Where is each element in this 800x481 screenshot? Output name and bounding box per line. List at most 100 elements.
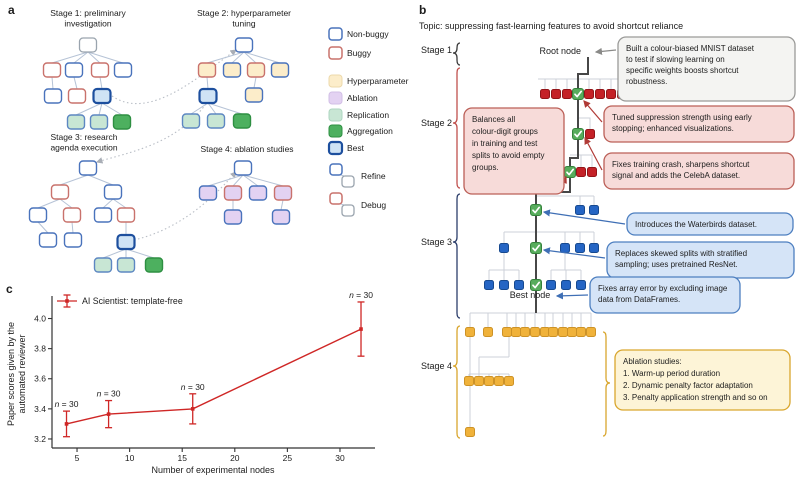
tree-edge	[242, 174, 259, 187]
stage-label: Stage 3	[421, 237, 452, 247]
tree-edge	[87, 174, 114, 186]
callout-text: colour-digit groups	[472, 127, 538, 136]
stage-label: Stage 4	[421, 361, 452, 371]
data-point	[359, 327, 363, 331]
tree-edge	[231, 51, 245, 64]
node-abb	[271, 209, 291, 225]
tree-edge	[101, 102, 123, 116]
x-tick-label: 20	[230, 453, 240, 463]
node-buggy	[585, 129, 595, 139]
node-agg	[112, 114, 132, 130]
callout-text: stopping; enhanced visualizations.	[612, 124, 734, 133]
stage-label: Stage 1	[421, 45, 452, 55]
callout-text: Ablation studies:	[623, 357, 682, 366]
legend-label: Non-buggy	[347, 29, 389, 39]
node-agg	[144, 257, 164, 273]
callout-text: data from DataFrames.	[598, 295, 680, 304]
tree-edge	[206, 51, 245, 64]
callout-text: to test if slowing learning on	[626, 55, 725, 64]
node-hyb	[270, 62, 290, 78]
node-nb	[93, 207, 113, 223]
node-ablation	[567, 327, 577, 337]
callout-box	[589, 276, 741, 314]
check-icon	[566, 168, 575, 176]
legend-label: Debug	[361, 200, 386, 210]
tree-edge	[125, 248, 155, 259]
tree-edge	[71, 221, 74, 234]
node-success-check	[530, 242, 542, 254]
tree-edge	[75, 102, 103, 116]
callout-box	[463, 107, 565, 195]
legend-label: Replication	[347, 110, 389, 120]
legend-pair-node-bottom	[341, 175, 355, 188]
legend-swatch-hyp	[328, 74, 343, 88]
legend-label: Buggy	[347, 48, 372, 58]
panel-a-label: a	[8, 3, 15, 17]
node-rep	[89, 114, 109, 130]
node-improvement	[589, 205, 599, 215]
node-ablation	[548, 327, 558, 337]
callout-box	[614, 349, 791, 411]
node-nb	[78, 160, 98, 176]
node-bug	[42, 62, 62, 78]
callout-text: 2. Dynamic penalty factor adaptation	[623, 381, 753, 390]
callout-blue: Fixes array error by excluding imagedata…	[555, 276, 741, 314]
node-bug	[116, 207, 136, 223]
check-icon	[574, 130, 583, 138]
tree-edge	[51, 51, 89, 64]
tree-edge	[73, 76, 78, 90]
panel-b-label: b	[419, 3, 426, 17]
callout-text: groups.	[472, 163, 499, 172]
panel-b-tree-nodes	[464, 88, 671, 437]
node-ablation	[464, 376, 474, 386]
stage-title: Stage 1: preliminary	[50, 8, 126, 18]
node-nb	[234, 37, 254, 53]
tree-edge	[190, 102, 209, 115]
tree-edge	[206, 76, 209, 90]
node-nb	[64, 62, 84, 78]
legend-swatch-repl	[328, 108, 343, 122]
arrow-stage1-to-stage2	[111, 49, 237, 105]
callout-text: 3. Penalty application strength and so o…	[623, 393, 768, 402]
callout-arrow	[555, 292, 589, 300]
series-line	[66, 328, 362, 425]
callout-box	[603, 105, 795, 143]
node-nb	[113, 62, 133, 78]
callout-box	[603, 152, 795, 190]
node-success-check	[530, 279, 542, 291]
y-tick-label: 3.4	[34, 404, 46, 414]
callout-text: specific weights boosts shortcut	[626, 66, 739, 75]
callout-text: 1. Warm-up period duration	[623, 369, 720, 378]
node-ablation	[494, 376, 504, 386]
node-success-check	[572, 128, 584, 140]
node-improvement	[514, 280, 524, 290]
node-best	[116, 233, 136, 251]
node-bug	[50, 184, 70, 200]
tree-edge	[207, 102, 243, 115]
x-tick-label: 5	[75, 453, 80, 463]
legend-label: AI Scientist: template-free	[82, 296, 183, 306]
node-improvement	[575, 205, 585, 215]
node-improvement	[499, 243, 509, 253]
tree-edge	[87, 51, 124, 64]
node-abb	[248, 185, 268, 201]
node-bug	[62, 207, 82, 223]
panel-a-trees	[28, 37, 293, 273]
tree-edge	[99, 76, 103, 90]
y-tick-label: 3.6	[34, 374, 46, 384]
n-label: n = 30	[55, 399, 79, 409]
node-agg	[232, 113, 252, 129]
node-plain	[78, 37, 98, 53]
legend-swatch-nb	[328, 27, 343, 41]
node-nb	[38, 232, 58, 248]
node-rep	[206, 113, 226, 129]
tree-edge	[242, 174, 284, 187]
legend-label: Ablation	[347, 93, 378, 103]
callout-text: Tuned suppression strength using early	[612, 113, 752, 122]
node-bug	[67, 88, 87, 104]
n-label: n = 30	[349, 290, 373, 300]
legend-pair-node-bottom	[341, 204, 355, 217]
tree-edge	[207, 174, 244, 187]
